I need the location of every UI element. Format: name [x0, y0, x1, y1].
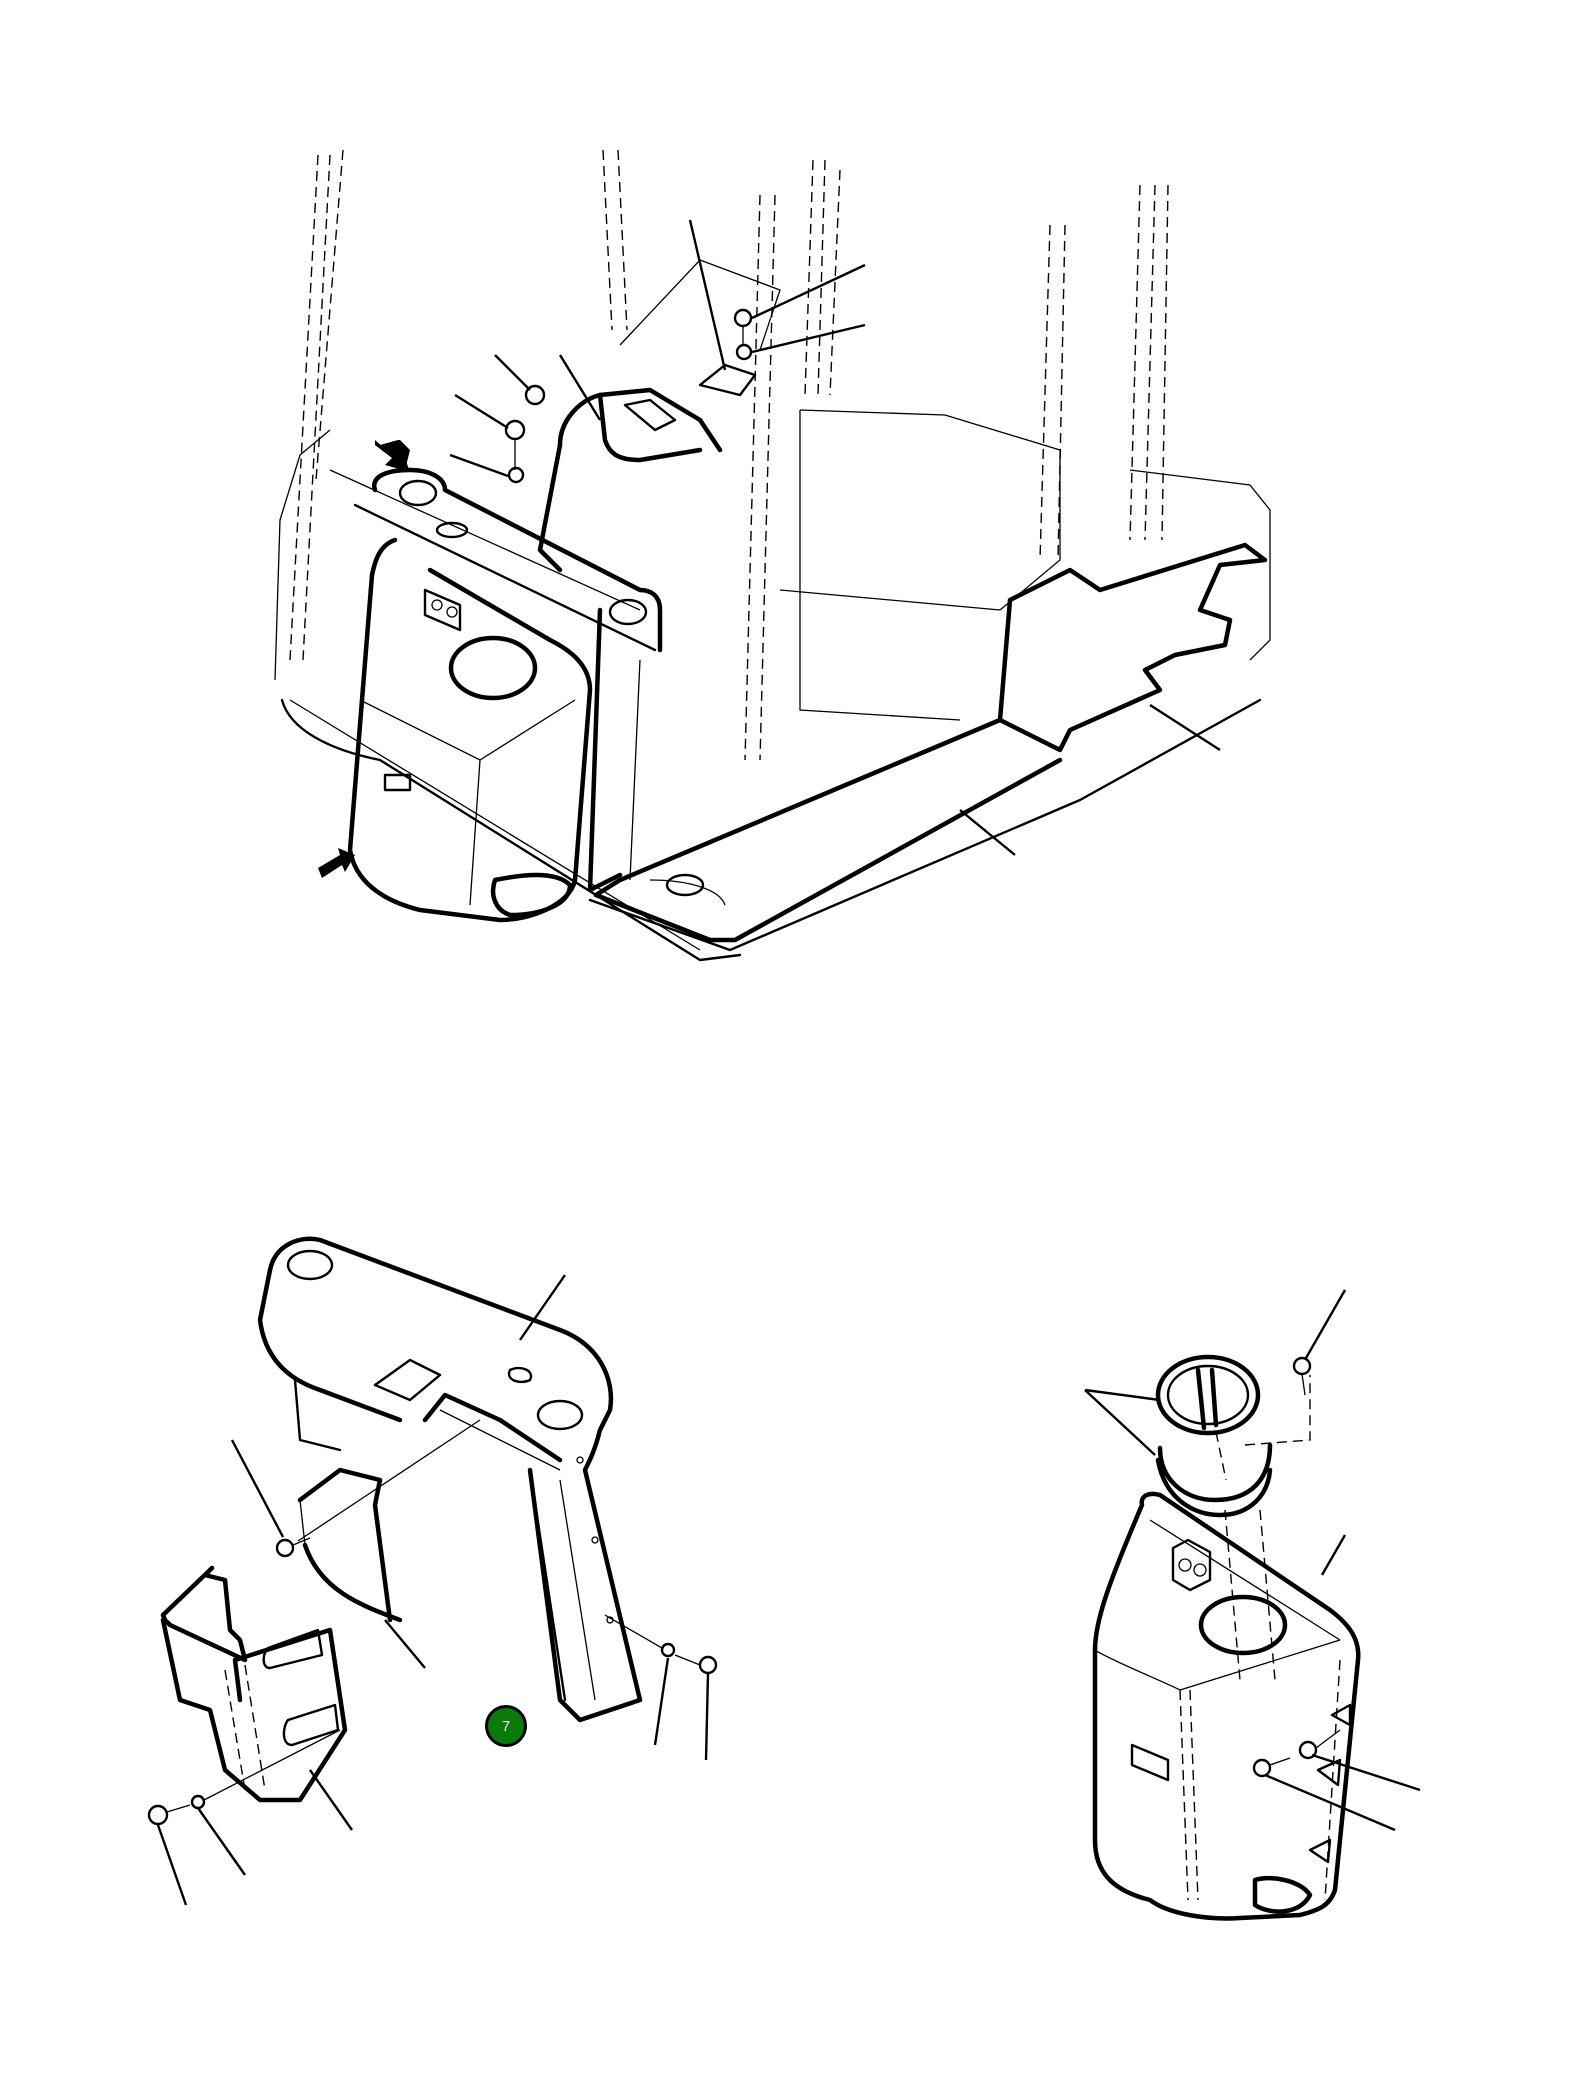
callout-badge[interactable]: 7: [485, 1705, 527, 1747]
front-cover-exploded: [1084, 1289, 1421, 1921]
truck-assembly-overview: [274, 149, 1271, 962]
lower-arrow-icon: [318, 848, 355, 878]
callout-badge-label: 7: [501, 1717, 511, 1735]
dashboard-frame-exploded: [147, 1236, 718, 1906]
